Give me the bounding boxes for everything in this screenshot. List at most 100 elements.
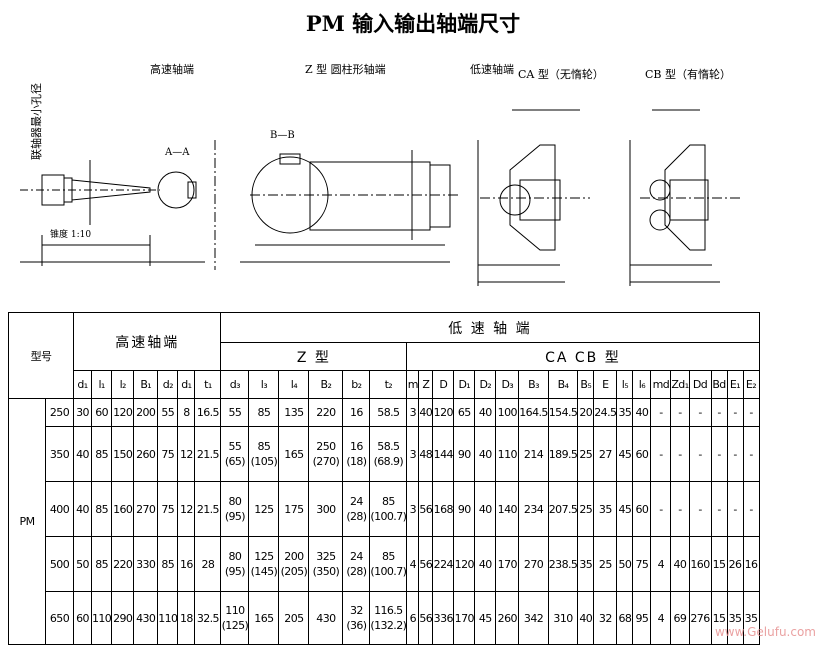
data-cell: 325(350)	[308, 536, 344, 592]
data-cell: 58.5(68.9)	[369, 426, 408, 482]
header-ca-cb: CA CB 型	[406, 342, 760, 371]
data-cell: 205	[278, 591, 310, 645]
column-header: t₁	[194, 370, 222, 399]
column-header: l₅	[616, 370, 634, 399]
data-cell: -	[650, 426, 672, 482]
data-cell: 220	[308, 398, 344, 427]
data-cell: -	[670, 426, 690, 482]
cell-value: 80	[228, 495, 242, 508]
column-header: B₄	[547, 370, 579, 399]
data-cell: -	[726, 398, 744, 427]
data-cell: 260	[495, 591, 520, 645]
data-cell: 310	[547, 591, 579, 645]
cell-value: (125)	[221, 619, 249, 632]
data-cell: 110	[495, 426, 520, 482]
data-cell: 290	[111, 591, 135, 645]
data-cell: -	[710, 426, 728, 482]
cell-value: 85	[381, 495, 395, 508]
data-cell: 40	[474, 398, 497, 427]
data-cell: 40	[474, 536, 497, 592]
size-cell: 250	[45, 398, 74, 427]
data-cell: -	[688, 426, 712, 482]
column-header: d₃	[220, 370, 250, 399]
column-header: d₁	[177, 370, 196, 399]
data-cell: -	[710, 398, 728, 427]
cell-value: (145)	[250, 565, 278, 578]
data-cell: 125(145)	[248, 536, 280, 592]
data-cell: 24.5	[593, 398, 618, 427]
data-cell: 40	[670, 536, 690, 592]
data-cell: 430	[133, 591, 159, 645]
data-cell: 200(205)	[278, 536, 310, 592]
data-cell: 4	[650, 591, 672, 645]
column-header: E₂	[742, 370, 760, 399]
data-cell: 58.5	[369, 398, 408, 427]
data-cell: 160	[688, 536, 712, 592]
cell-value: (18)	[346, 455, 367, 468]
data-cell: 342	[518, 591, 549, 645]
size-cell: 650	[45, 591, 74, 645]
column-header: Bd	[710, 370, 728, 399]
data-cell: 120	[453, 536, 476, 592]
column-header: l₁	[90, 370, 113, 399]
column-header: d₂	[157, 370, 179, 399]
data-cell: 65	[453, 398, 476, 427]
data-cell: 60	[90, 398, 113, 427]
data-cell: 16	[342, 398, 371, 427]
column-header: E₁	[726, 370, 744, 399]
cell-value: (28)	[346, 565, 367, 578]
data-cell: 60	[632, 426, 652, 482]
cell-value: 250	[316, 440, 336, 453]
data-cell: 189.5	[547, 426, 579, 482]
data-cell: 164.5	[518, 398, 549, 427]
data-cell: 68	[616, 591, 634, 645]
data-cell: -	[650, 481, 672, 537]
column-header: Zd₁	[670, 370, 690, 399]
data-cell: 90	[453, 481, 476, 537]
data-cell: 85	[157, 536, 179, 592]
label-high-speed: 高速轴端	[150, 62, 194, 76]
data-cell: 120	[432, 398, 455, 427]
data-cell: 85	[90, 426, 113, 482]
cell-value: (28)	[346, 510, 367, 523]
data-cell: 16.5	[194, 398, 222, 427]
header-low-speed: 低 速 轴 端	[220, 312, 760, 343]
data-cell: 24 (28)	[342, 536, 371, 592]
data-cell: 125	[248, 481, 280, 537]
data-cell: 3	[406, 481, 420, 537]
data-cell: -	[742, 426, 760, 482]
data-cell: -	[650, 398, 672, 427]
column-header: l₄	[278, 370, 310, 399]
data-cell: 20	[577, 398, 595, 427]
cell-value: 80	[228, 550, 242, 563]
data-cell: -	[710, 481, 728, 537]
data-cell: 25	[593, 536, 618, 592]
data-cell: 16	[742, 536, 760, 592]
cell-value: 55	[228, 440, 242, 453]
data-cell: 45	[474, 591, 497, 645]
data-cell: 40	[577, 591, 595, 645]
cell-value: 24	[350, 550, 363, 563]
data-cell: 24(28)	[342, 481, 371, 537]
column-header: D	[432, 370, 455, 399]
data-cell: 175	[278, 481, 310, 537]
data-cell: 85(100.7)	[369, 536, 408, 592]
data-cell: 200	[133, 398, 159, 427]
data-cell: 214	[518, 426, 549, 482]
data-cell: 165	[248, 591, 280, 645]
header-high-speed: 高速轴端	[72, 312, 222, 371]
data-cell: 100	[495, 398, 520, 427]
data-cell: 250(270)	[308, 426, 344, 482]
data-cell: 16(18)	[342, 426, 371, 482]
data-cell: 85	[90, 536, 113, 592]
column-header: Dd	[688, 370, 712, 399]
z-type-shaft-figure	[240, 150, 460, 263]
data-cell: 35	[616, 398, 634, 427]
data-cell: 140	[495, 481, 520, 537]
data-cell: 40	[73, 481, 92, 537]
watermark: www.Gelufu.com	[714, 625, 816, 639]
data-cell: -	[726, 481, 744, 537]
data-cell: 75	[157, 426, 179, 482]
column-header: m	[406, 370, 420, 399]
